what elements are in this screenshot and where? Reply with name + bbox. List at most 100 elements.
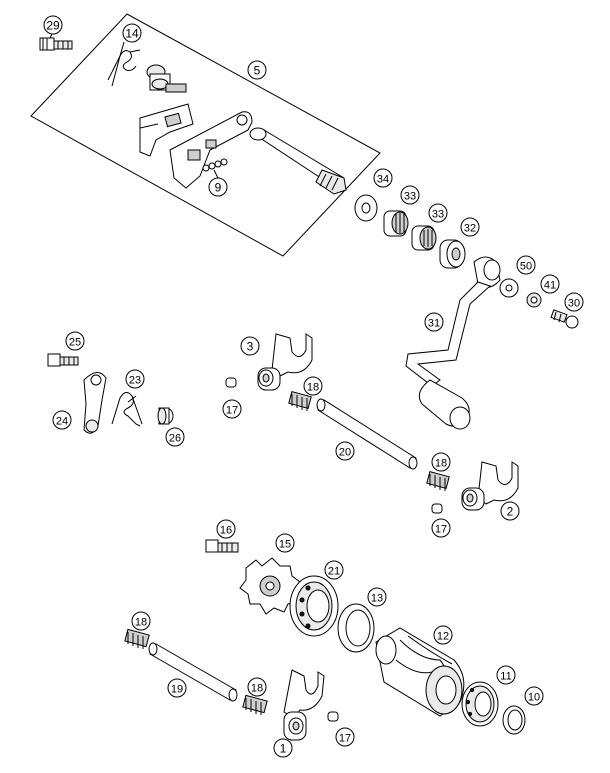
leader-lines (49, 31, 219, 403)
callout-12[interactable]: 12 (433, 625, 453, 645)
part-17-pin-b[interactable] (431, 503, 443, 514)
svg-text:20: 20 (339, 447, 351, 459)
callout-2[interactable]: 2 (500, 501, 520, 521)
svg-text:41: 41 (544, 280, 556, 292)
callout-20[interactable]: 20 (335, 441, 355, 461)
part-9-washers[interactable] (202, 158, 228, 172)
part-30-bolt[interactable] (550, 309, 579, 329)
callout-5[interactable]: 5 (247, 60, 267, 80)
part-2-shift-fork[interactable] (461, 461, 519, 511)
callout-25[interactable]: 25 (65, 331, 85, 351)
part-24-locking-lever[interactable] (83, 372, 107, 434)
callout-9[interactable]: 9 (208, 177, 228, 197)
svg-text:31: 31 (428, 318, 440, 330)
callout-14[interactable]: 14 (122, 23, 142, 43)
svg-text:23: 23 (129, 375, 141, 387)
part-18-spring-b[interactable] (426, 471, 450, 491)
svg-text:1: 1 (280, 742, 287, 756)
callout-18a[interactable]: 18 (303, 376, 323, 396)
callout-17a[interactable]: 17 (222, 399, 242, 419)
part-13-washer[interactable] (337, 603, 375, 653)
callout-16[interactable]: 16 (216, 519, 236, 539)
svg-text:26: 26 (169, 433, 181, 445)
part-34-washer[interactable] (354, 194, 378, 222)
part-11-bearing[interactable] (461, 681, 499, 727)
part-25-bolt[interactable] (47, 353, 79, 367)
part-23-spring[interactable] (111, 392, 143, 427)
svg-text:50: 50 (520, 261, 532, 273)
part-33-bearing-a[interactable] (383, 210, 409, 237)
callout-17c[interactable]: 17 (335, 727, 355, 747)
part-1-shift-fork[interactable] (283, 669, 325, 741)
callout-33b[interactable]: 33 (428, 203, 448, 223)
callout-26[interactable]: 26 (165, 427, 185, 447)
svg-text:18: 18 (307, 382, 319, 394)
part-18-spring-d[interactable] (242, 694, 268, 715)
callout-30[interactable]: 30 (564, 292, 584, 312)
part-29-bolt[interactable] (39, 37, 73, 51)
assembly-outline (30, 13, 381, 257)
svg-text:14: 14 (125, 27, 139, 41)
svg-text:24: 24 (56, 416, 68, 428)
callout-1[interactable]: 1 (273, 738, 293, 758)
svg-text:18: 18 (435, 458, 447, 470)
callout-13[interactable]: 13 (367, 587, 387, 607)
svg-text:10: 10 (528, 692, 540, 704)
callout-50[interactable]: 50 (516, 255, 536, 275)
svg-text:2: 2 (507, 505, 514, 519)
callout-34[interactable]: 34 (373, 168, 393, 188)
part-21-bearing[interactable] (289, 575, 339, 637)
callout-15[interactable]: 15 (275, 533, 295, 553)
callout-21[interactable]: 21 (324, 560, 344, 580)
part-14-spring[interactable] (107, 49, 141, 87)
svg-text:13: 13 (371, 593, 383, 605)
part-12-shift-drum[interactable] (375, 627, 465, 717)
callout-31[interactable]: 31 (424, 312, 444, 332)
callout-18b[interactable]: 18 (431, 452, 451, 472)
callout-29[interactable]: 29 (43, 15, 63, 35)
svg-text:5: 5 (254, 64, 261, 78)
part-18-spring-a[interactable] (288, 391, 312, 411)
part-17-pin-a[interactable] (225, 377, 237, 388)
part-3-shift-fork[interactable] (257, 333, 313, 391)
callout-10[interactable]: 10 (524, 686, 544, 706)
part-16-bolt[interactable] (205, 539, 239, 553)
callout-18d[interactable]: 18 (247, 677, 267, 697)
part-15-shift-drum-locating[interactable] (239, 557, 301, 615)
svg-text:33: 33 (432, 209, 444, 221)
part-20-shaft[interactable] (316, 398, 418, 470)
part-17-pin-c[interactable] (327, 711, 339, 722)
callout-33a[interactable]: 33 (400, 185, 420, 205)
svg-text:18: 18 (135, 617, 147, 629)
svg-text:3: 3 (247, 340, 254, 354)
part-19-shaft[interactable] (148, 642, 238, 702)
part-32-seal[interactable] (439, 239, 466, 269)
callout-41[interactable]: 41 (540, 274, 560, 294)
part-33-bearing-b[interactable] (411, 225, 437, 251)
callout-3[interactable]: 3 (240, 336, 260, 356)
callout-11[interactable]: 11 (496, 665, 516, 685)
part-10-ring[interactable] (502, 705, 526, 735)
svg-text:30: 30 (568, 298, 580, 310)
callout-24[interactable]: 24 (52, 410, 72, 430)
svg-text:32: 32 (464, 223, 476, 235)
part-41-lock-washer[interactable] (526, 292, 542, 308)
callout-32[interactable]: 32 (460, 217, 480, 237)
part-31-kickstart-lever[interactable] (405, 256, 501, 430)
svg-text:25: 25 (69, 337, 81, 349)
part-50-washer[interactable] (499, 278, 519, 298)
svg-text:34: 34 (377, 174, 389, 186)
callout-17b[interactable]: 17 (431, 518, 451, 538)
part-18-spring-c[interactable] (124, 628, 150, 649)
callout-18c[interactable]: 18 (131, 611, 151, 631)
callout-19[interactable]: 19 (167, 678, 187, 698)
callout-23[interactable]: 23 (125, 369, 145, 389)
assembly-bracket[interactable] (139, 103, 194, 157)
svg-text:29: 29 (46, 19, 60, 33)
svg-text:21: 21 (328, 566, 340, 578)
assembly-pin[interactable] (146, 64, 187, 93)
assembly-shift-shaft[interactable] (249, 127, 347, 195)
part-26-bushing[interactable] (157, 407, 174, 425)
assembly-shift-plate[interactable] (169, 111, 253, 189)
